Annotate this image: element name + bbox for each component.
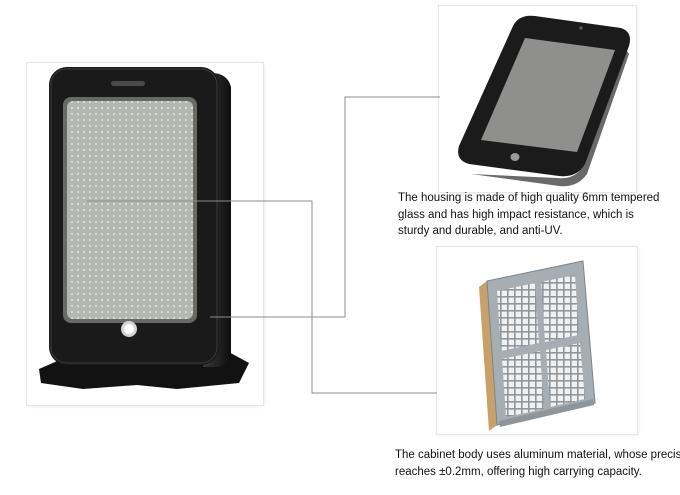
main-product-panel bbox=[27, 63, 263, 405]
cabinet-caption-line-1: The cabinet body uses aluminum material,… bbox=[395, 449, 680, 461]
led-poster-display-icon bbox=[39, 67, 249, 389]
glass-caption: The housing is made of high quality 6mm … bbox=[398, 190, 659, 240]
glass-caption-line-3: sturdy and durable, and anti-UV. bbox=[398, 225, 563, 237]
cabinet-caption: The cabinet body uses aluminum material,… bbox=[395, 447, 680, 480]
cabinet-detail-panel bbox=[437, 247, 637, 434]
led-screen bbox=[67, 101, 193, 319]
glass-caption-line-2: glass and has high impact resistance, wh… bbox=[398, 208, 634, 221]
speaker-slot-icon bbox=[111, 81, 145, 86]
aluminum-cabinet-icon bbox=[479, 260, 596, 431]
glass-detail-panel bbox=[439, 6, 636, 192]
tempered-glass-tablet-icon bbox=[458, 15, 630, 187]
tablet-screen bbox=[481, 38, 615, 152]
glass-caption-line-1: The housing is made of high quality 6mm … bbox=[398, 192, 660, 204]
cabinet-caption-line-2: reaches ±0.2mm, offering high carrying c… bbox=[395, 465, 642, 478]
tablet-home-button-icon bbox=[510, 153, 520, 161]
